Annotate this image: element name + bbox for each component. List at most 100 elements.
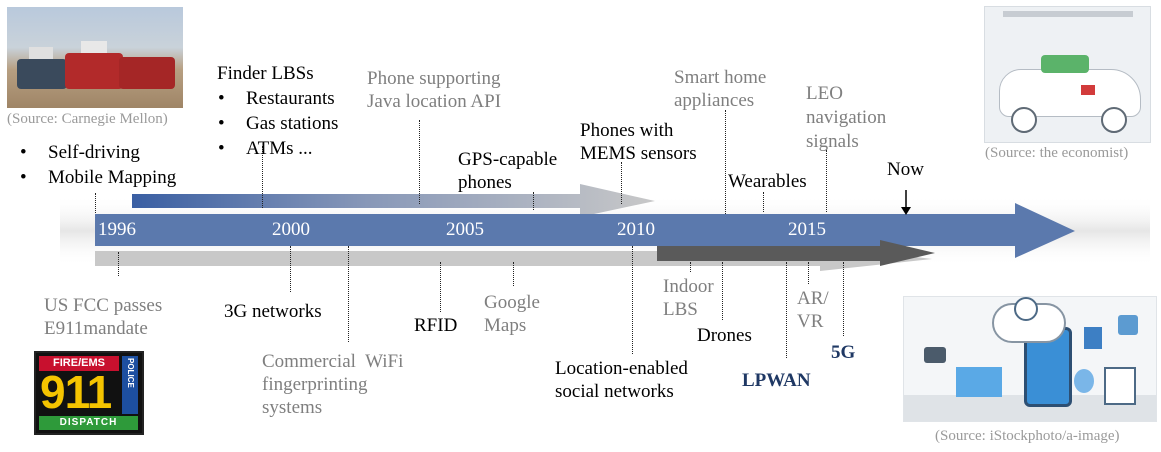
- event-social: Location-enabled social networks: [555, 357, 688, 403]
- event-line: signals: [806, 131, 859, 152]
- sensor-rack: [29, 47, 53, 59]
- leader-google-maps: [513, 262, 514, 286]
- event-line: GPS-capable: [458, 149, 558, 170]
- event-drones: Drones: [697, 325, 752, 346]
- event-mems: Phones with MEMS sensors: [580, 119, 697, 165]
- bullet-item: Restaurants: [218, 86, 338, 111]
- event-leo: LEO navigation signals: [806, 82, 886, 154]
- leader-leo: [826, 150, 827, 212]
- event-smart-home: Smart home appliances: [674, 66, 766, 112]
- event-line: phones: [458, 172, 512, 193]
- leader-self-driving: [95, 193, 96, 213]
- event-indoor: Indoor LBS: [663, 275, 714, 321]
- event-line: E911mandate: [44, 318, 148, 339]
- logo-fire-ems-band: FIRE/EMS: [39, 356, 119, 371]
- event-line: Google: [484, 292, 540, 313]
- self-driving-vehicles-photo: [7, 7, 183, 108]
- wheel-shape: [1101, 107, 1127, 133]
- event-line: US FCC passes: [44, 295, 163, 316]
- bullet-item: ATMs ...: [218, 136, 338, 161]
- wifi-icon: [1118, 315, 1138, 335]
- event-line: Maps: [484, 315, 527, 336]
- leader-smart-home: [725, 110, 726, 214]
- vehicle-shape: [65, 53, 123, 89]
- logo-911-dispatch: FIRE/EMS 911 POLICE DISPATCH: [34, 351, 144, 435]
- event-line: fingerprinting: [262, 374, 368, 395]
- event-5g: 5G: [831, 342, 856, 363]
- year-label: 2010: [617, 219, 655, 240]
- bullet-item: Gas stations: [218, 111, 338, 136]
- event-line: Commercial WiFi: [262, 351, 404, 372]
- event-now: Now: [887, 159, 924, 180]
- event-line: appliances: [674, 90, 755, 111]
- year-label: 1996: [98, 219, 136, 240]
- vehicle-shape: [119, 57, 175, 89]
- vehicle-shape: [17, 59, 67, 89]
- logo-dispatch-band: DISPATCH: [39, 416, 138, 430]
- event-line: systems: [262, 397, 323, 418]
- event-line: navigation: [806, 107, 887, 128]
- event-java-api: Phone supporting Java location API: [367, 67, 501, 113]
- source-caption-economist: (Source: the economist): [985, 145, 1129, 161]
- logo-police-band: POLICE: [122, 356, 138, 414]
- event-line: Phone supporting: [367, 68, 501, 89]
- leader-wearables: [763, 192, 764, 212]
- event-line: Java location API: [367, 91, 502, 112]
- infographic-title-bar: [1003, 11, 1133, 17]
- logo-911-number: 911: [40, 366, 112, 418]
- main-timeline-arrow: [95, 203, 1075, 258]
- finder-bullet-list: Restaurants Gas stations ATMs ...: [218, 86, 338, 161]
- event-line: Location-enabled: [555, 358, 688, 379]
- year-label: 2005: [446, 219, 484, 240]
- iot-illustration: [903, 296, 1157, 422]
- event-line: LEO: [806, 83, 843, 104]
- leader-lpwan: [786, 262, 787, 358]
- upper-arrow: [132, 184, 655, 217]
- chart-icon: [1084, 327, 1102, 349]
- camera-icon: [924, 347, 946, 363]
- year-label: 2000: [272, 219, 310, 240]
- leader-social: [632, 246, 633, 354]
- leader-5g: [843, 262, 844, 336]
- event-line: Phones with: [580, 120, 674, 141]
- year-label: 2015: [788, 219, 826, 240]
- event-fcc: US FCC passes E911mandate: [44, 294, 162, 340]
- leader-java-api: [419, 120, 420, 204]
- event-rfid: RFID: [414, 315, 458, 336]
- bullet-item: Mobile Mapping: [20, 165, 176, 190]
- now-arrowhead: [901, 207, 911, 215]
- leader-3g: [290, 246, 291, 292]
- event-arvr: AR/ VR: [797, 287, 829, 333]
- bullet-item: Self-driving: [20, 140, 176, 165]
- person-icon: [1014, 297, 1038, 321]
- clipboard-icon: [1104, 367, 1136, 405]
- wheel-shape: [1011, 107, 1037, 133]
- leader-mems: [621, 162, 622, 204]
- finder-title: Finder LBSs: [217, 63, 314, 84]
- event-gps-phones: GPS-capable phones: [458, 148, 557, 194]
- sensor-rack: [81, 41, 107, 53]
- leader-gps-phones: [533, 192, 534, 210]
- event-line: social networks: [555, 381, 674, 402]
- car-detail-shape: [1081, 85, 1095, 95]
- dark-arrow: [657, 240, 935, 266]
- car-sensor-shape: [1041, 55, 1089, 73]
- location-pin-icon: [1074, 369, 1094, 393]
- event-line: VR: [797, 311, 824, 332]
- leader-indoor: [690, 262, 691, 272]
- leader-fcc: [118, 252, 119, 276]
- leader-rfid: [440, 262, 441, 312]
- event-line: LBS: [663, 299, 698, 320]
- top-left-bullet-list: Self-driving Mobile Mapping: [20, 140, 176, 190]
- source-caption-cmu: (Source: Carnegie Mellon): [7, 111, 168, 127]
- event-wifi: Commercial WiFi fingerprinting systems: [262, 350, 403, 419]
- event-line: MEMS sensors: [580, 143, 697, 164]
- source-caption-istock: (Source: iStockphoto/a-image): [935, 428, 1120, 444]
- logo-police-text: POLICE: [126, 358, 135, 388]
- event-google-maps: Google Maps: [484, 291, 540, 337]
- event-line: Smart home: [674, 67, 767, 88]
- event-line: AR/: [797, 288, 829, 309]
- leader-finder: [262, 146, 263, 208]
- leader-drones: [722, 262, 723, 320]
